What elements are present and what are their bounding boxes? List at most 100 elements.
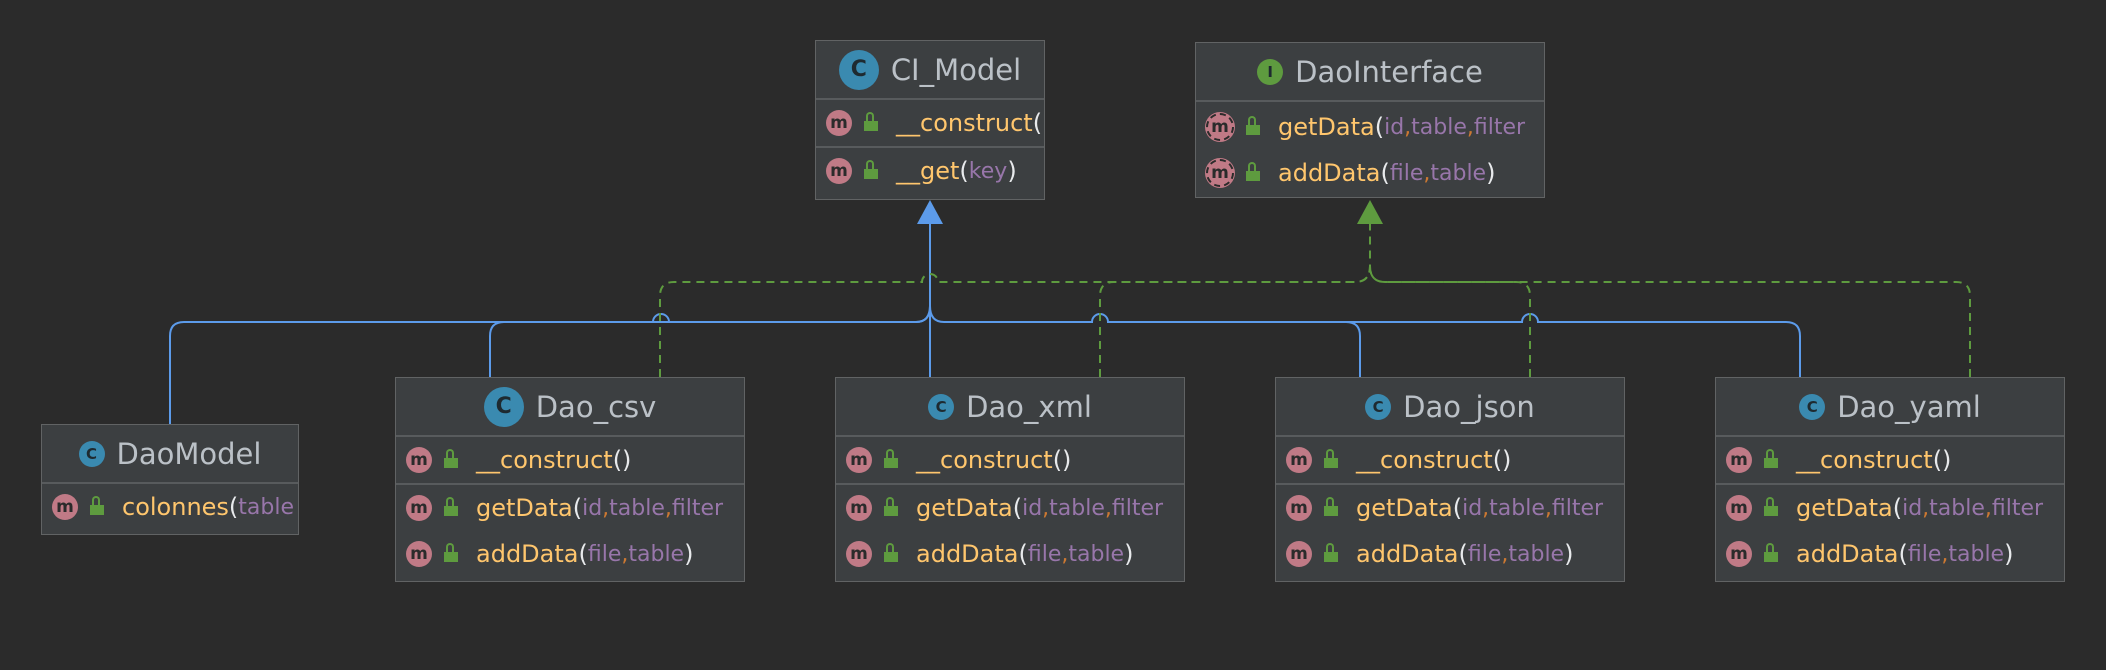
open-paren: ( — [228, 493, 239, 521]
param: filter — [1473, 114, 1526, 140]
methods-section: m __construct ( — [816, 100, 1044, 148]
class-title: CI_Model — [890, 52, 1022, 87]
method-row[interactable]: m addData ( file, table ) — [836, 531, 1184, 577]
method-row[interactable]: m addData ( file, table ) — [1276, 531, 1624, 577]
class-header: C Dao_xml — [836, 378, 1184, 437]
method-name: __construct — [916, 446, 1053, 474]
class-title: Dao_xml — [966, 389, 1092, 424]
param: filter — [1111, 495, 1164, 521]
public-lock-icon — [90, 496, 104, 515]
interface-daointerface[interactable]: I DaoInterface m getData ( id, table, fi… — [1195, 42, 1545, 198]
method-row[interactable]: m __get ( key ) — [816, 148, 1044, 194]
method-row[interactable]: m __construct () — [1276, 437, 1624, 483]
method-row[interactable]: m addData ( file, table ) — [1196, 150, 1544, 196]
method-icon: m — [846, 447, 872, 473]
comma: , — [1423, 160, 1431, 186]
class-header: C Dao_yaml — [1716, 378, 2064, 437]
methods-section: m getData ( id, table, filter m addData … — [396, 485, 744, 577]
method-row[interactable]: m colonnes ( table — [42, 484, 298, 530]
parens: () — [1052, 446, 1072, 474]
param: table — [1411, 114, 1467, 140]
class-badge-icon: C — [78, 440, 105, 467]
method-icon: m — [846, 495, 872, 521]
method-icon: m — [846, 541, 872, 567]
constructor-section: m __construct () — [396, 437, 744, 485]
class-daomodel[interactable]: C DaoModel m colonnes ( table — [41, 424, 299, 535]
method-row[interactable]: m getData ( id, table, filter — [1716, 485, 2064, 531]
method-name: __construct — [896, 109, 1033, 137]
edge-dao-csv-extends-ci-model — [489, 305, 931, 377]
method-row[interactable]: m getData ( id, table, filter — [1276, 485, 1624, 531]
method-icon: m — [406, 495, 432, 521]
edge-dao-json-extends-ci-model — [929, 305, 1361, 377]
method-name: addData — [1356, 540, 1459, 568]
class-title: DaoModel — [116, 436, 262, 471]
open-paren: ( — [578, 540, 588, 568]
open-paren: ( — [959, 157, 969, 185]
method-icon: m — [1286, 447, 1312, 473]
class-ci-model[interactable]: C CI_Model m __construct ( m __get ( key… — [815, 40, 1045, 200]
methods-section: m __get ( key ) — [816, 148, 1044, 194]
class-title: Dao_json — [1403, 389, 1535, 424]
edge-dao-xml-implements-daointerface — [1099, 265, 1371, 377]
method-row[interactable]: m __construct () — [836, 437, 1184, 483]
method-row[interactable]: m __construct () — [1716, 437, 2064, 483]
param: id — [582, 495, 603, 521]
parens: () — [612, 446, 632, 474]
edge-dao-json-implements-daointerface — [1369, 265, 1531, 377]
method-row[interactable]: m getData ( id, table, filter — [1196, 104, 1544, 150]
class-title: Dao_yaml — [1837, 389, 1981, 424]
param: table — [1049, 495, 1105, 521]
param: file — [1389, 160, 1424, 186]
method-row[interactable]: m getData ( id, table, filter — [396, 485, 744, 531]
public-lock-icon — [884, 497, 898, 516]
method-icon: m — [1726, 541, 1752, 567]
comma: , — [1984, 495, 1992, 521]
param: filter — [1551, 495, 1604, 521]
comma: , — [1482, 495, 1490, 521]
open-paren: ( — [1452, 494, 1463, 522]
open-paren: ( — [1032, 109, 1043, 137]
param: file — [1027, 541, 1062, 567]
method-row[interactable]: m addData ( file, table ) — [1716, 531, 2064, 577]
class-dao-xml[interactable]: C Dao_xml m __construct () m getData ( i… — [835, 377, 1185, 582]
public-lock-icon — [444, 449, 458, 468]
open-paren: ( — [1892, 494, 1903, 522]
methods-section: m getData ( id, table, filter m addData … — [1276, 485, 1624, 577]
edge-dao-yaml-implements-daointerface — [1369, 265, 1971, 377]
comma: , — [1941, 541, 1949, 567]
public-lock-icon — [1324, 449, 1338, 468]
class-badge-icon: C — [1365, 393, 1392, 420]
class-dao-yaml[interactable]: C Dao_yaml m __construct () m getData ( … — [1715, 377, 2065, 582]
method-name: getData — [1356, 494, 1453, 522]
interface-title: DaoInterface — [1295, 54, 1483, 89]
class-badge-icon: C — [1799, 393, 1826, 420]
param: filter — [671, 495, 724, 521]
comma: , — [1404, 114, 1412, 140]
method-icon: m — [1286, 495, 1312, 521]
methods-section: m colonnes ( table — [42, 484, 298, 530]
method-name: __get — [896, 157, 960, 185]
method-name: __construct — [476, 446, 613, 474]
edge-dao-yaml-extends-ci-model — [1108, 313, 1801, 377]
method-name: addData — [1796, 540, 1899, 568]
param: table — [628, 541, 685, 567]
class-dao-csv[interactable]: C Dao_csv m __construct () m getData ( i… — [395, 377, 745, 582]
comma: , — [1544, 495, 1552, 521]
constructor-section: m __construct () — [836, 437, 1184, 485]
method-name: __construct — [1796, 446, 1933, 474]
method-name: addData — [476, 540, 579, 568]
edge-dao-csv-implements-daointerface — [659, 214, 1371, 377]
constructor-section: m __construct () — [1716, 437, 2064, 485]
close-paren: ) — [1486, 159, 1496, 187]
param: table — [1948, 541, 2005, 567]
public-lock-icon — [444, 543, 458, 562]
method-name: __construct — [1356, 446, 1493, 474]
method-row[interactable]: m addData ( file, table ) — [396, 531, 744, 577]
method-row[interactable]: m __construct () — [396, 437, 744, 483]
close-paren: ) — [1007, 157, 1017, 185]
class-dao-json[interactable]: C Dao_json m __construct () m getData ( … — [1275, 377, 1625, 582]
method-row[interactable]: m getData ( id, table, filter — [836, 485, 1184, 531]
method-row[interactable]: m __construct ( — [816, 100, 1044, 146]
